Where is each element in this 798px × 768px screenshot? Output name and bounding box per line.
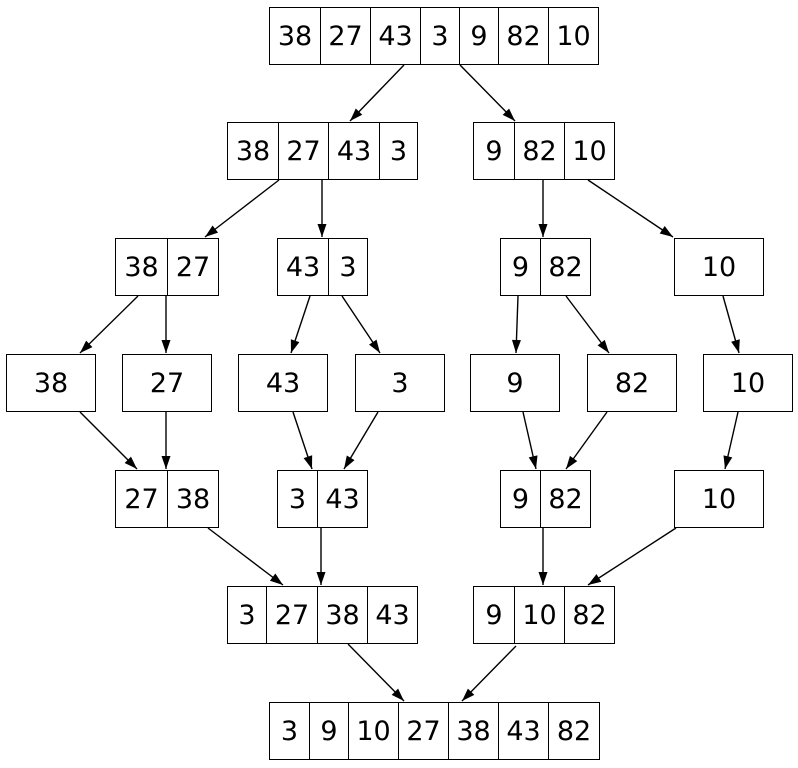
array-cell: 82 bbox=[540, 239, 590, 295]
arrow-n3-to-n7 bbox=[79, 295, 139, 354]
array-cell: 27 bbox=[398, 703, 448, 759]
array-cell: 9 bbox=[511, 251, 530, 283]
array-cell: 38 bbox=[235, 135, 271, 167]
array-cell: 82 bbox=[564, 587, 614, 643]
array-node-n5: 9 82 bbox=[500, 238, 591, 296]
array-cell: 9 bbox=[459, 8, 498, 64]
array-cell: 82 bbox=[540, 471, 590, 527]
arrow-n12-to-n16 bbox=[565, 411, 608, 470]
arrow-n0-to-n1 bbox=[349, 64, 405, 122]
array-node-n13: 10 bbox=[703, 354, 793, 412]
array-node-n6: 10 bbox=[674, 238, 764, 296]
array-cell: 82 bbox=[548, 703, 599, 759]
array-cell: 9 bbox=[506, 367, 524, 399]
arrow-n4-to-n10 bbox=[341, 295, 381, 354]
arrow-n5-to-n11 bbox=[511, 295, 521, 354]
array-node-n9: 43 bbox=[238, 354, 328, 412]
arrow-n0-to-n2 bbox=[459, 64, 516, 122]
arrow-n1-to-n3 bbox=[204, 179, 280, 238]
array-cell: 38 bbox=[448, 703, 498, 759]
array-cell: 27 bbox=[167, 239, 218, 295]
arrow-n9-to-n15 bbox=[292, 411, 313, 470]
array-cell: 10 bbox=[564, 123, 614, 179]
arrow-n4-to-n9 bbox=[290, 295, 311, 354]
array-cell: 9 bbox=[309, 703, 348, 759]
array-cell: 10 bbox=[348, 703, 398, 759]
array-node-n10: 3 bbox=[355, 354, 445, 412]
array-cell: 9 bbox=[485, 599, 503, 631]
array-cell: 3 bbox=[238, 599, 256, 631]
array-cell: 43 bbox=[498, 703, 548, 759]
array-cell: 43 bbox=[265, 367, 301, 399]
array-node-n16: 9 82 bbox=[500, 470, 591, 528]
array-node-n11: 9 bbox=[470, 354, 560, 412]
array-cell: 27 bbox=[124, 483, 159, 515]
arrow-n18-to-n20 bbox=[347, 643, 405, 702]
array-cell: 3 bbox=[420, 8, 459, 64]
array-cell: 38 bbox=[33, 367, 69, 399]
array-node-n17: 10 bbox=[674, 470, 764, 528]
array-cell: 38 bbox=[167, 471, 218, 527]
array-cell: 3 bbox=[288, 483, 307, 515]
array-cell: 10 bbox=[701, 251, 737, 283]
array-cell: 3 bbox=[379, 123, 417, 179]
array-cell: 43 bbox=[285, 251, 321, 283]
array-cell: 43 bbox=[317, 471, 367, 527]
arrow-n7-to-n14 bbox=[79, 411, 138, 470]
array-cell: 3 bbox=[328, 239, 367, 295]
array-cell: 9 bbox=[485, 135, 503, 167]
array-cell: 3 bbox=[280, 715, 299, 747]
arrow-n5-to-n12 bbox=[565, 295, 610, 354]
array-cell: 10 bbox=[701, 483, 737, 515]
array-cell: 82 bbox=[498, 8, 548, 64]
arrow-n2-to-n6 bbox=[587, 179, 674, 238]
array-cell: 27 bbox=[266, 587, 317, 643]
array-cell: 27 bbox=[149, 367, 185, 399]
arrow-n13-to-n17 bbox=[723, 411, 739, 470]
array-node-n15: 3 43 bbox=[277, 470, 368, 528]
array-node-n8: 27 bbox=[122, 354, 212, 412]
array-cell: 10 bbox=[730, 367, 766, 399]
arrow-n6-to-n13 bbox=[722, 295, 740, 354]
array-cell: 27 bbox=[278, 123, 328, 179]
array-cell: 38 bbox=[317, 587, 367, 643]
array-cell: 82 bbox=[614, 367, 650, 399]
array-cell: 27 bbox=[320, 8, 370, 64]
array-cell: 43 bbox=[367, 587, 417, 643]
arrow-n19-to-n20 bbox=[461, 645, 517, 702]
array-cell: 10 bbox=[514, 587, 564, 643]
array-cell: 38 bbox=[277, 20, 313, 52]
array-cell: 43 bbox=[370, 8, 420, 64]
array-cell: 10 bbox=[548, 8, 598, 64]
array-node-n12: 82 bbox=[587, 354, 677, 412]
array-cell: 3 bbox=[391, 367, 409, 399]
array-cell: 9 bbox=[511, 483, 530, 515]
array-cell: 43 bbox=[328, 123, 379, 179]
arrow-n17-to-n19 bbox=[587, 527, 677, 586]
arrow-n11-to-n16 bbox=[522, 411, 538, 470]
arrow-n14-to-n18 bbox=[207, 527, 284, 586]
arrow-n10-to-n15 bbox=[343, 411, 379, 470]
array-cell: 38 bbox=[124, 251, 159, 283]
array-cell: 82 bbox=[514, 123, 564, 179]
array-node-n7: 38 bbox=[6, 354, 96, 412]
